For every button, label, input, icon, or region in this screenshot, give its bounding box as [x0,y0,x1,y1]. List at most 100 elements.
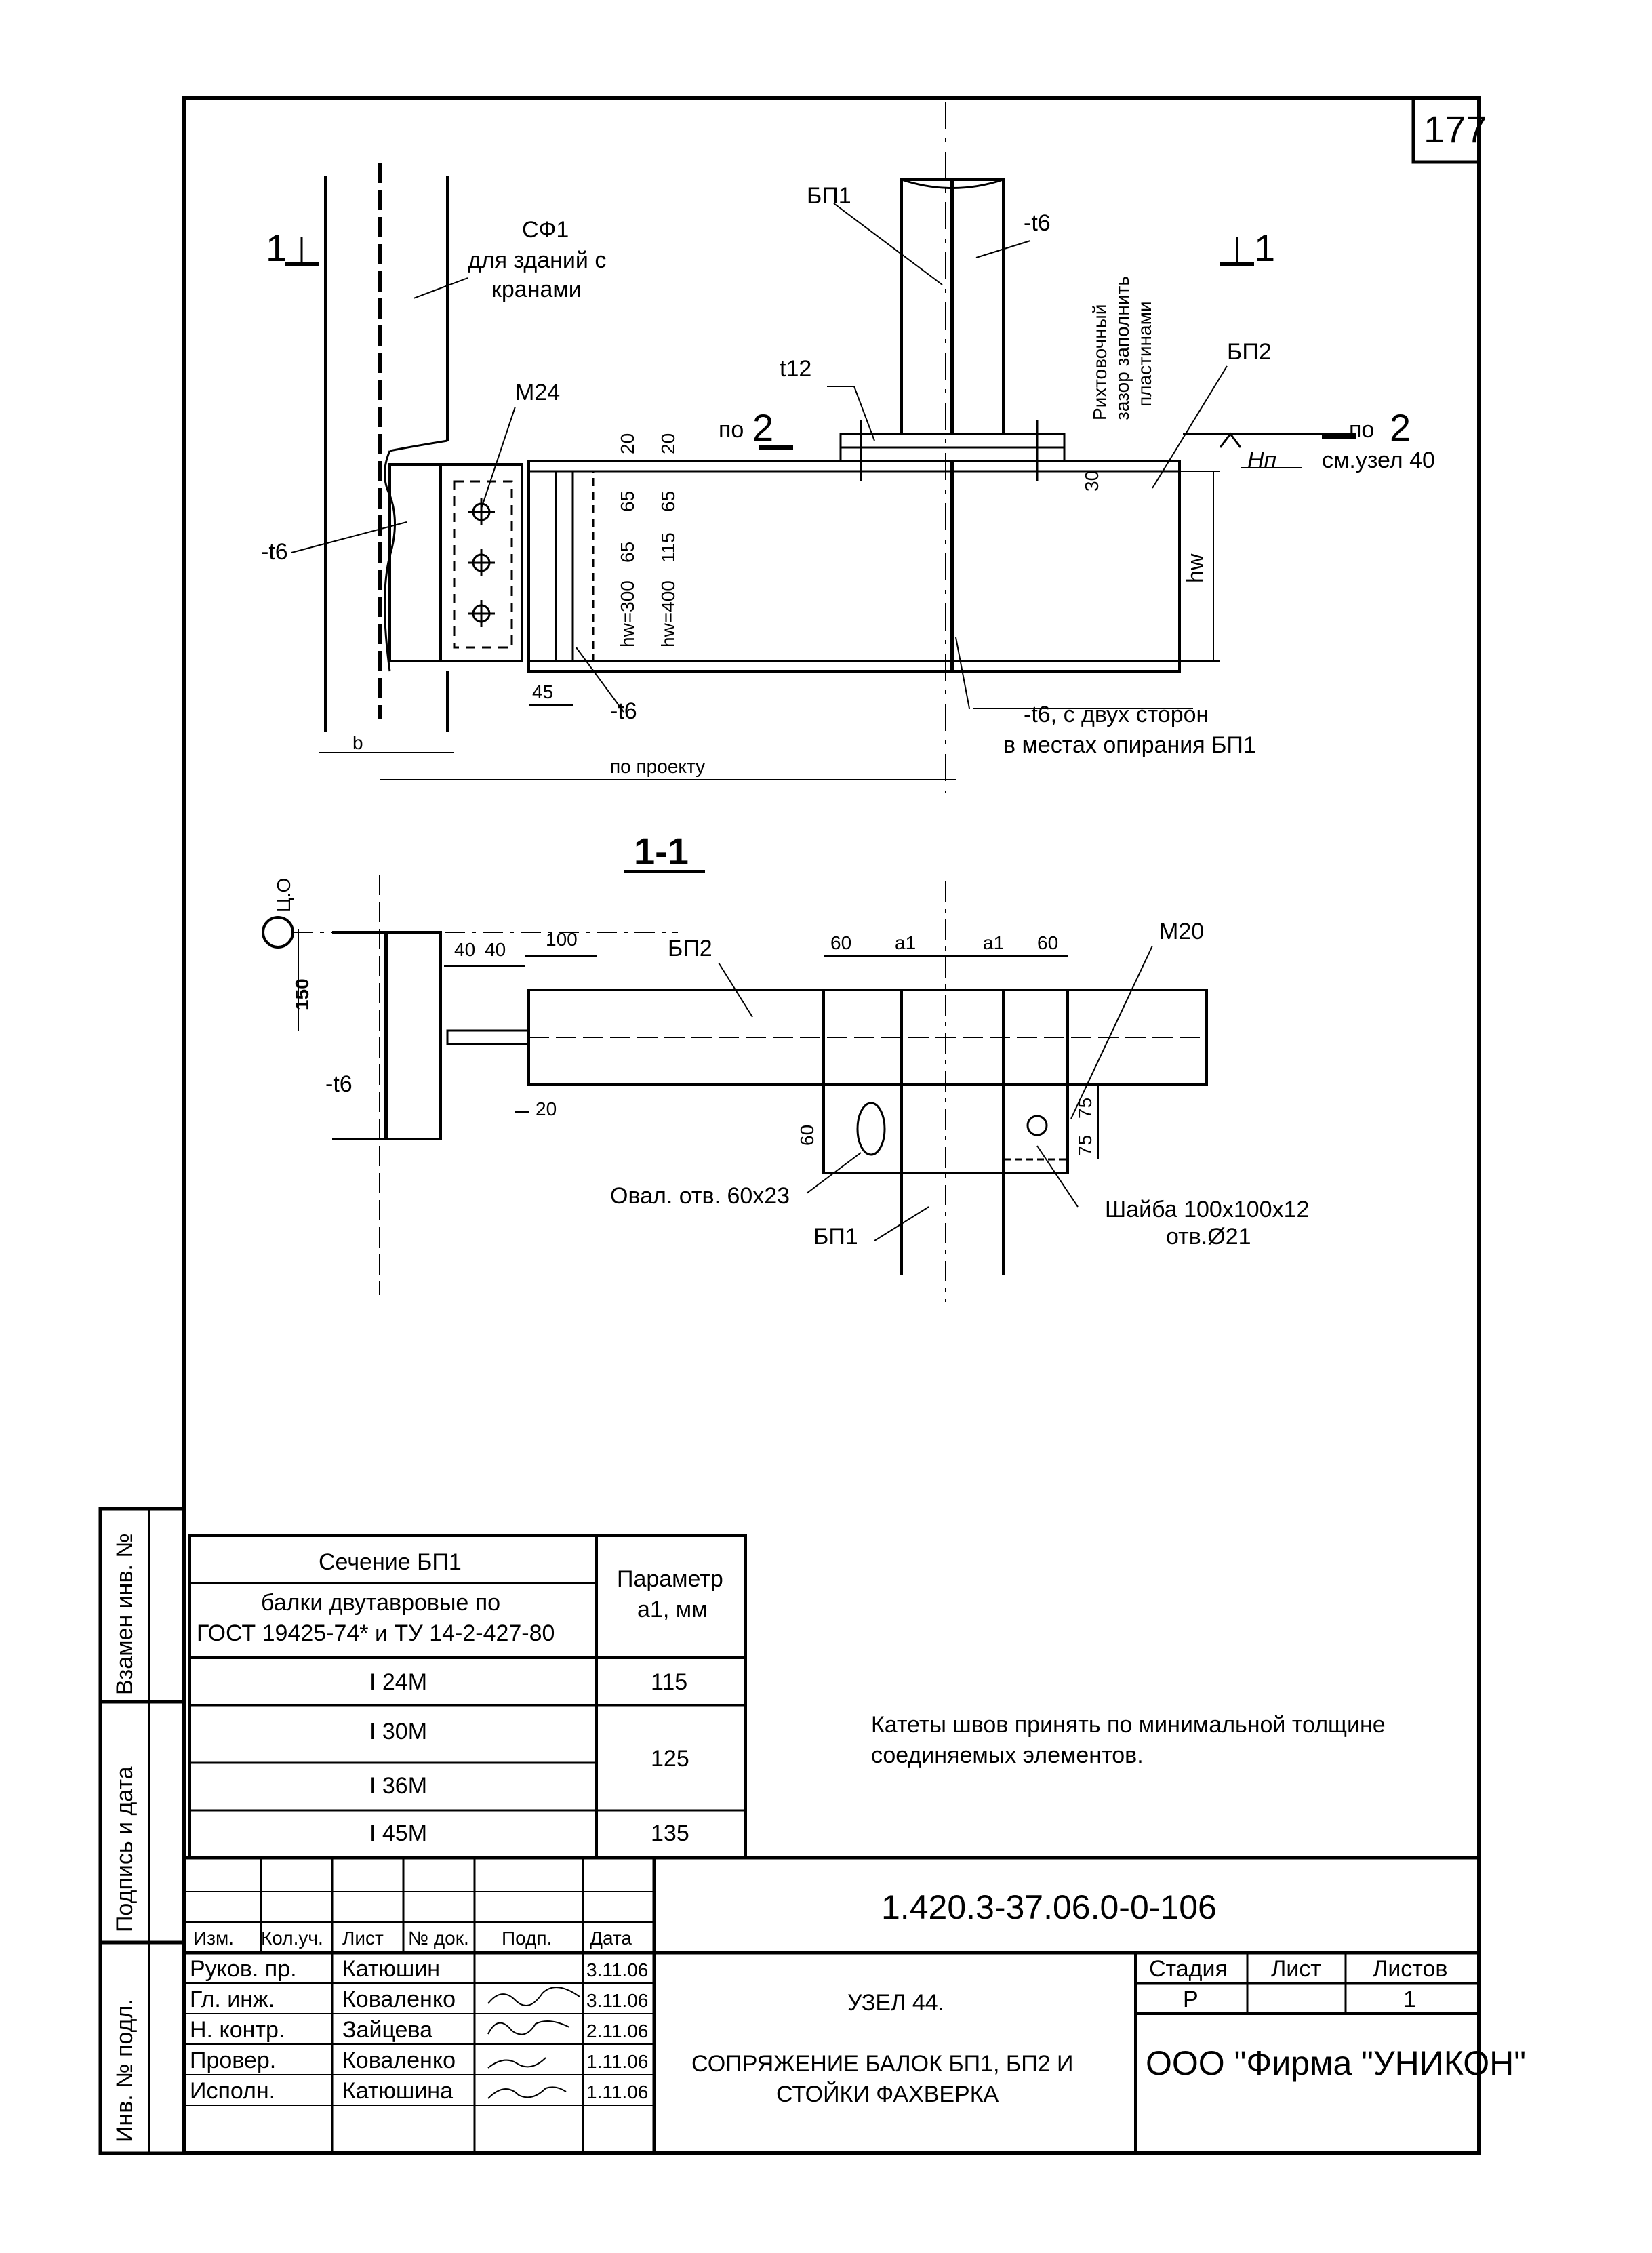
table-param-2: а1, мм [637,1597,707,1622]
rikht-note-3: пластинами [1134,302,1155,407]
stage-value: Р [1183,1987,1198,2012]
role-5: Исполн. [190,2078,275,2104]
dim-150: 150 [291,978,313,1010]
col-data: Дата [590,1928,632,1949]
title-line-3: СТОЙКИ ФАХВЕРКА [776,2081,999,2107]
sheet-frame [98,96,1481,2155]
date-2: 3.11.06 [586,1990,648,2011]
name-1: Катюшин [342,1956,440,1982]
role-2: Гл. инж. [190,1987,275,2012]
t6-both-2: в местах опирания БП1 [1003,732,1256,758]
dim-75-b: 75 [1074,1135,1095,1156]
section-table-text: Сечение БП1 балки двутавровые по ГОСТ 19… [197,1549,723,1846]
oval-hole-label: Овал. отв. 60х23 [610,1183,790,1209]
bp2-label: БП2 [1227,339,1272,365]
table-row-1-section: Ι 24М [369,1669,427,1695]
section-t6-label: -t6 [325,1071,352,1097]
dim-65-a: 65 [617,491,638,512]
dim-a1-b: а1 [983,932,1004,953]
signatures [487,1987,580,2099]
table-header-1: Сечение БП1 [319,1549,462,1575]
title-line-2: СОПРЯЖЕНИЕ БАЛОК БП1, БП2 И [691,2051,1073,2077]
sf1-note-1: для зданий с [468,247,606,273]
dim-hw400: hw=400 [658,580,679,647]
dim-115: 115 [658,532,679,563]
date-1: 3.11.06 [586,1959,648,1980]
table-row-4-section: Ι 45М [369,1820,427,1846]
section-bp1-label: БП1 [813,1224,858,1250]
lists-header: Листов [1373,1956,1447,1982]
role-4: Провер. [190,2048,276,2073]
date-5: 1.11.06 [586,2081,648,2102]
table-merged-a1: 125 [651,1746,689,1772]
po-proektu: по проекту [610,756,705,777]
dim-60-v: 60 [797,1125,818,1146]
stage-header: Стадия [1149,1956,1228,1982]
col-ndoc: № док. [408,1928,469,1949]
name-4: Коваленко [342,2048,456,2073]
note-line-2: соединяемых элементов. [871,1742,1144,1768]
name-2: Коваленко [342,1987,456,2012]
po2-right-label: по [1349,417,1374,443]
t6-top-label: -t6 [1024,210,1051,236]
note-line-1: Катеты швов принять по минимальной толщи… [871,1712,1386,1738]
dim-40-a: 40 [454,939,475,960]
m20-label: М20 [1159,919,1204,944]
dim-60-b: 60 [1037,932,1058,953]
dim-100: 100 [546,929,578,950]
table-param-1: Параметр [617,1566,723,1592]
role-1: Руков. пр. [190,1956,297,1982]
sheet-number: 177 [1424,108,1487,151]
section-view [262,870,1208,1302]
po2-left-label: по [719,417,744,443]
m24-label: М24 [515,380,560,405]
washer-label-1: Шайба 100х100х12 [1105,1197,1309,1222]
t6-left-label: -t6 [261,539,288,565]
col-izm: Изм. [193,1928,234,1949]
company-name: ООО "Фирма "УНИКОН" [1146,2044,1526,2082]
hn-label: Нп [1247,447,1277,473]
dim-a1-a: а1 [895,932,916,953]
dim-60-a: 60 [830,932,851,953]
dim-65-b: 65 [658,491,679,512]
side-label-sign: Подпись и дата [112,1766,138,1932]
table-row-4-a1: 135 [651,1820,689,1846]
section-view-labels: 1-1 Ц.О 150 40 40 100 БП2 60 а1 а1 60 М2… [273,830,1309,1250]
see-node-label: см.узел 40 [1322,447,1435,473]
dim-30: 30 [1081,471,1102,492]
table-row-1-a1: 115 [651,1669,687,1695]
po2-left-num: 2 [752,406,773,449]
dim-65-c: 65 [617,542,638,563]
role-3: Н. контр. [190,2017,285,2043]
side-label-replace: Взамен инв. № [112,1533,138,1695]
col-list: Лист [342,1928,384,1949]
top-view-labels: 1 1 СФ1 для зданий с кранами БП1 -t6 t12… [261,183,1435,777]
date-4: 1.11.06 [586,2051,648,2072]
dim-45: 45 [532,681,553,702]
date-3: 2.11.06 [586,2020,648,2041]
list-header: Лист [1271,1956,1321,1982]
doc-code: 1.420.3-37.06.0-0-106 [881,1888,1217,1926]
dim-75-a: 75 [1074,1098,1095,1119]
rikht-note-1: Рихтовочный [1089,304,1110,420]
dim-hw: hw [1183,553,1209,583]
t6-bottom-label: -t6 [610,698,637,724]
t6-both-1: -t6, с двух сторон [1024,702,1209,727]
title-block [184,1856,1479,2153]
table-header-3: ГОСТ 19425-74* и ТУ 14-2-427-80 [197,1620,555,1646]
washer-label-2: отв.Ø21 [1166,1224,1251,1250]
rikht-note-2: зазор заполнить [1112,276,1133,420]
section-mark-right: 1 [1254,226,1275,269]
table-row-3-section: Ι 36М [369,1773,427,1799]
t12-label: t12 [780,356,811,382]
section-title: 1-1 [634,830,689,873]
name-3: Зайцева [342,2017,432,2043]
dim-20-b: 20 [658,433,679,454]
lists-value: 1 [1403,1987,1416,2012]
section-table [188,1534,747,1859]
top-view [285,102,1356,793]
title-line-1: УЗЕЛ 44. [847,1990,944,2016]
dim-b: b [352,732,363,753]
side-label-inv: Инв. № подл. [112,1999,138,2142]
dim-20: 20 [536,1098,557,1119]
